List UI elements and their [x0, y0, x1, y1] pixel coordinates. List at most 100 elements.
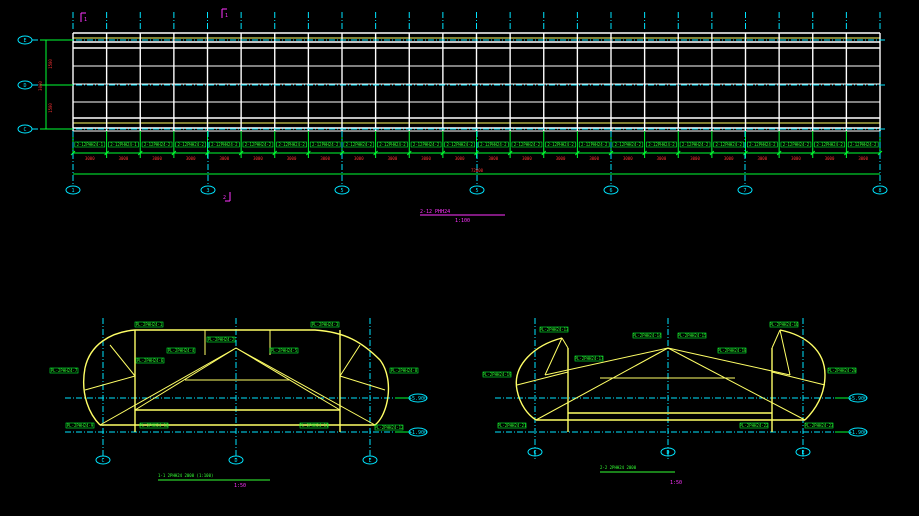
column-bubble-label: 3	[206, 188, 209, 194]
member-label-box	[677, 332, 707, 339]
bay-label: 2-12PHH24-2	[278, 142, 305, 147]
member-label-box	[632, 332, 662, 339]
bay-label: 2-12PHH24-2	[615, 142, 642, 147]
member-label: PL-2PHH24-3	[312, 322, 339, 327]
bay-dimension: 3000	[455, 156, 465, 161]
plan-side-dimension: 1500 1500 3000	[38, 39, 73, 130]
section-2-bubble-d: D	[660, 447, 676, 457]
bay-label-box	[747, 141, 778, 148]
column-bubble	[737, 185, 753, 195]
bay-label-box	[847, 141, 879, 148]
bay-label-box	[410, 141, 442, 148]
bay-label-box	[545, 141, 576, 148]
member-label: PL-2PHH24-4	[168, 348, 195, 353]
bay-label-box	[578, 141, 610, 148]
bay-dimension: 3000	[320, 156, 330, 161]
member-label-box	[134, 321, 164, 328]
bay-dimension: 3000	[354, 156, 364, 161]
bay-dimension: 3000	[488, 156, 498, 161]
svg-text:+5.900: +5.900	[409, 396, 427, 402]
svg-text:1500: 1500	[48, 103, 53, 113]
column-bubble-label: 1	[71, 188, 74, 194]
member-label: PL-2PHH24-19	[483, 372, 512, 377]
section-2-frame	[515, 329, 826, 432]
svg-text:2: 2	[223, 195, 226, 201]
svg-text:E: E	[801, 450, 804, 456]
bay-label: 2-12PHH24-2	[379, 142, 406, 147]
bay-label-box	[713, 141, 744, 148]
member-label-box	[389, 367, 419, 374]
bay-dimension: 3000	[287, 156, 297, 161]
svg-text:3000: 3000	[38, 81, 43, 91]
svg-text:+1.900: +1.900	[849, 430, 867, 436]
member-label: PL-2PHH24-22	[740, 423, 769, 428]
svg-text:E: E	[23, 38, 26, 44]
plan-view: E D C 1500 1500 3000 2-12PHH24-130002-12…	[17, 8, 888, 224]
section-2-elevation-lower: +1.900	[835, 427, 868, 437]
svg-text:+1.900: +1.900	[409, 430, 427, 436]
member-label-box	[769, 321, 799, 328]
member-label-box	[482, 371, 512, 378]
section-2-bubble-e: E	[795, 447, 811, 457]
column-bubble	[469, 185, 485, 195]
member-label: PL-2PHH24-12	[375, 425, 404, 430]
member-label: PL-2PHH24-5	[271, 348, 298, 353]
member-label: PL-2PHH24-18	[718, 348, 747, 353]
member-label-box	[497, 422, 527, 429]
member-label-box	[310, 321, 340, 328]
bay-dimension: 3000	[623, 156, 633, 161]
member-label-box	[206, 336, 236, 343]
member-label: PL-2PHH24-16	[770, 322, 799, 327]
bay-label-box	[612, 141, 644, 148]
bay-dimension: 3000	[388, 156, 398, 161]
section-1-frame	[83, 329, 390, 432]
svg-text:1: 1	[84, 17, 87, 23]
member-label-box	[827, 367, 857, 374]
bay-dimension: 3000	[186, 156, 196, 161]
bay-dimension: 3000	[152, 156, 162, 161]
column-bubble	[603, 185, 619, 195]
bay-dimension: 3000	[825, 156, 835, 161]
bay-label-box	[646, 141, 677, 148]
plan-dimension-chain	[73, 152, 880, 175]
member-label-box	[739, 422, 769, 429]
member-label-box	[49, 367, 79, 374]
bay-label-box	[276, 141, 307, 148]
plan-title: 2-12 PHH24	[420, 209, 450, 215]
row-bubble-e: E	[17, 35, 33, 45]
svg-text:1500: 1500	[48, 59, 53, 69]
bay-label: 2-12PHH24-2	[211, 142, 238, 147]
bay-dimension: 3000	[219, 156, 229, 161]
section-1-bubble-d: D	[228, 455, 244, 465]
bay-dimension: 3000	[724, 156, 734, 161]
bay-dimension: 3000	[421, 156, 431, 161]
svg-text:C: C	[23, 127, 26, 133]
bay-dimension: 3000	[85, 156, 95, 161]
column-bubble-label: 5	[340, 188, 343, 194]
section-2-scale: 1:50	[670, 480, 682, 486]
svg-text:D: D	[23, 83, 26, 89]
bay-label-box	[814, 141, 845, 148]
bay-label: 2-12PHH24-2	[413, 142, 440, 147]
member-label-box	[139, 422, 169, 429]
svg-text:D: D	[666, 450, 669, 456]
bay-dimension: 3000	[757, 156, 767, 161]
bay-label-box	[108, 141, 139, 148]
bay-label-box	[780, 141, 812, 148]
bay-label-box	[343, 141, 375, 148]
bay-dimension: 3000	[556, 156, 566, 161]
section-1-elevation-lower: +1.900	[395, 427, 428, 437]
svg-text:D: D	[234, 458, 237, 464]
bay-label-box	[209, 141, 240, 148]
member-label-box	[539, 326, 569, 333]
section-1-scale: 1:50	[234, 483, 246, 489]
bay-label: 2-12PHH24-2	[547, 142, 574, 147]
plan-row-axes	[32, 39, 885, 130]
member-label-box	[269, 347, 299, 354]
section-1-note-block: 1-1 2PHH24 2000 (1:100) 1:50	[158, 473, 270, 489]
bay-label: 2-12PHH24-2	[144, 142, 171, 147]
bay-label-box	[141, 141, 173, 148]
bay-dimension: 3000	[253, 156, 263, 161]
member-label: PL-2PHH24-13	[540, 327, 569, 332]
